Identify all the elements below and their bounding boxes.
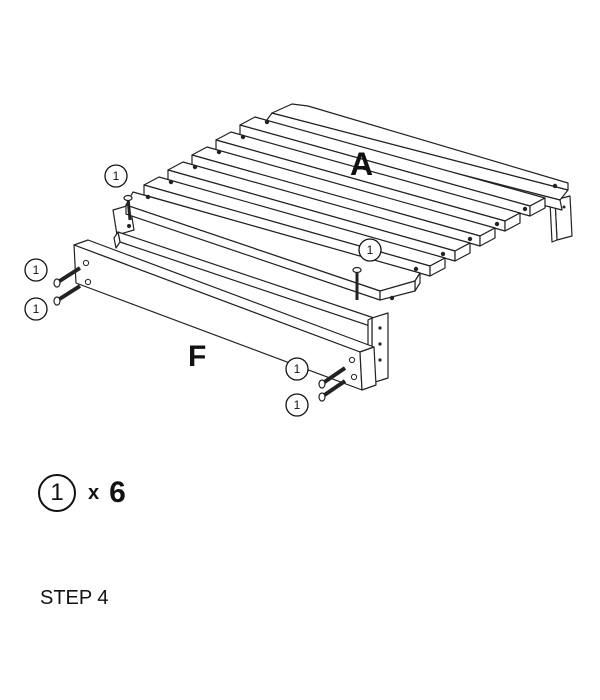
screw-side-left-1 (53, 266, 82, 288)
slat-3 (215, 131, 521, 232)
screw-top-left (123, 194, 133, 221)
legend-quantity: 6 (109, 476, 126, 509)
step-label: STEP 4 (40, 587, 109, 609)
callout-2: 1 (367, 243, 374, 257)
slat-2 (239, 116, 546, 217)
screw-top-right (352, 266, 362, 300)
callout-3: 1 (33, 263, 40, 277)
callout-5: 1 (294, 362, 301, 376)
callout-6: 1 (294, 398, 301, 412)
slat-4 (191, 146, 496, 247)
part-label-f: F (188, 340, 206, 373)
callout-circles (24, 164, 382, 417)
frame-holes (378, 205, 566, 362)
slat-5 (167, 161, 471, 262)
assembly-diagram: A F 1 1 1 1 1 1 (24, 103, 573, 417)
side-board-holes (82, 259, 358, 381)
screw-holes (127, 119, 558, 301)
legend-times: x (88, 481, 100, 504)
screw-side-right-2 (318, 379, 347, 402)
part-label-a: A (350, 146, 373, 182)
screw-side-right-1 (318, 366, 347, 389)
side-board-f (73, 239, 377, 391)
callout-4: 1 (33, 302, 40, 316)
screw-side-left-2 (53, 284, 82, 306)
parts-legend: 1 x 6 (38, 474, 126, 512)
legend-part-number: 1 (38, 474, 76, 512)
callout-1: 1 (113, 169, 120, 183)
